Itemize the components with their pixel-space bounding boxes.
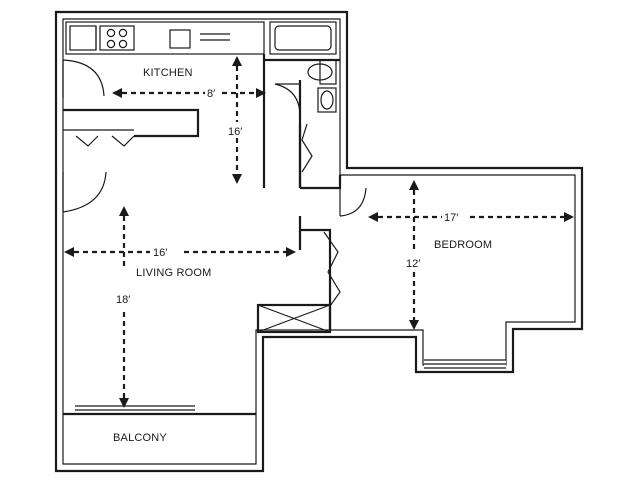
dim-living-width: [64, 247, 296, 257]
room-label-bedroom: BEDROOM: [434, 239, 492, 251]
dim-bedroom-depth: [409, 180, 419, 330]
exterior-wall-inner: [62, 18, 576, 465]
dim-living-depth: [119, 312, 129, 408]
dishwasher-icon: [200, 33, 230, 41]
hall-door: [339, 187, 367, 217]
closet-hall: [298, 123, 313, 188]
dim-label-kitchen-depth: 16′: [228, 126, 242, 138]
dim-label-bedroom-depth: 12′: [406, 258, 420, 270]
dim-label-living-depth: 18′: [116, 294, 130, 306]
mechanical-chase: [256, 303, 332, 334]
bathroom-wall: [262, 54, 342, 190]
dim-kitchen-width: [112, 88, 266, 98]
dim-label-kitchen-width: 8′: [207, 88, 215, 100]
room-label-living-room: LIVING ROOM: [136, 267, 212, 279]
room-label-kitchen: KITCHEN: [143, 67, 193, 79]
dim-bedroom-width: [368, 212, 574, 222]
dim-living-cross: [119, 206, 129, 266]
kitchen-peninsula: [63, 108, 200, 147]
bedroom-window: [424, 359, 506, 369]
stove-icon: [99, 25, 135, 51]
closet-bedroom-doors: [323, 231, 341, 307]
bathroom-door: [274, 83, 301, 117]
balcony-slider: [75, 405, 195, 415]
dim-label-living-width: 16′: [153, 247, 167, 259]
kitchen-counter: [65, 21, 265, 55]
dim-label-bedroom-width: 17′: [444, 212, 458, 224]
bathtub-icon: [269, 21, 337, 55]
kitchen-door: [62, 59, 105, 98]
sink-icon: [169, 29, 191, 49]
toilet-icon: [307, 59, 337, 85]
dim-kitchen-depth: [232, 56, 242, 184]
bath-sink-icon: [317, 87, 337, 113]
room-label-balcony: BALCONY: [113, 432, 167, 444]
entry-door: [62, 171, 107, 213]
exterior-wall: [54, 10, 584, 473]
